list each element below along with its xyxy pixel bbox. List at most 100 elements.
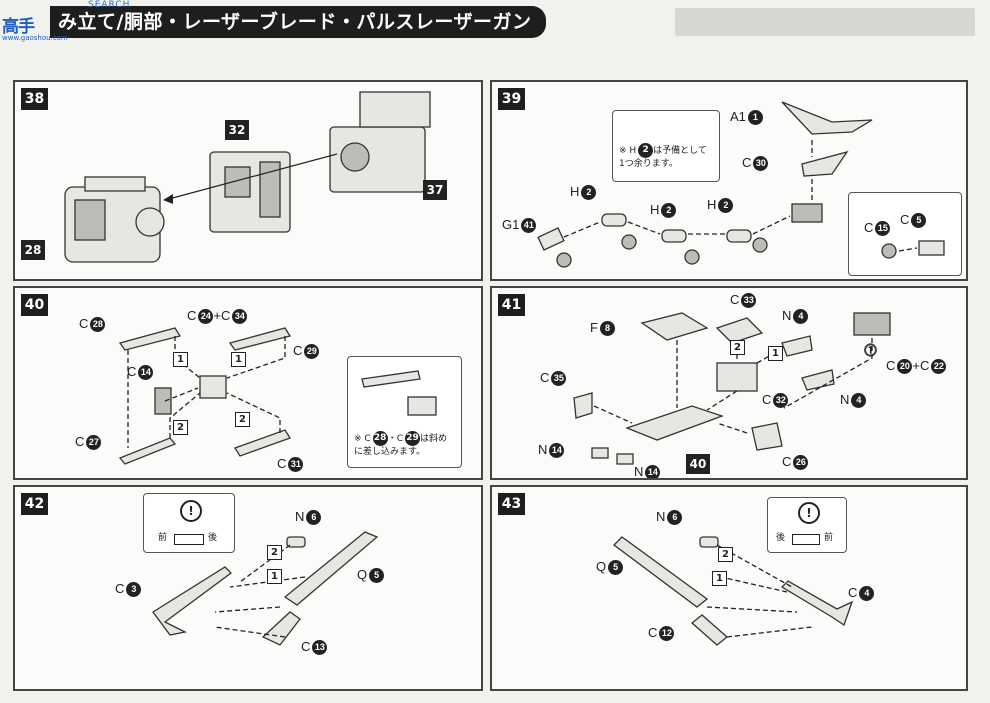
plate-f8 bbox=[640, 312, 709, 341]
note-line2: に差し込みます。 bbox=[354, 447, 426, 457]
mount-bracket bbox=[791, 203, 823, 223]
note-line2: 1つ余ります。 bbox=[619, 159, 678, 169]
arm-n4-b bbox=[801, 369, 835, 391]
joint-h2-c bbox=[726, 229, 752, 243]
step-box-1b: 1 bbox=[231, 352, 246, 367]
note-n1: 28 bbox=[372, 431, 388, 446]
cylinder-g1 bbox=[537, 227, 565, 251]
caution-icon: ⓵ bbox=[864, 343, 878, 358]
note-front: 前 bbox=[158, 533, 168, 543]
step-38-diagram bbox=[64, 91, 431, 263]
note-back: 後 bbox=[776, 533, 786, 543]
note-pre: ※ C bbox=[354, 434, 371, 444]
bracket-c26 bbox=[751, 422, 783, 451]
note-orientation: ! 前 後 bbox=[143, 493, 235, 553]
blade-q5 bbox=[283, 531, 379, 606]
engine-block-32 bbox=[209, 151, 291, 233]
grip-c12 bbox=[690, 614, 729, 646]
ref-step-40: 40 bbox=[686, 454, 710, 474]
blade-c28 bbox=[118, 327, 182, 351]
step-number: 38 bbox=[21, 88, 48, 110]
page-title: み立て/胴部・レーザーブレード・パルスレーザーガン bbox=[50, 6, 546, 38]
pin-n6 bbox=[699, 536, 719, 548]
orientation-bar bbox=[174, 534, 204, 545]
step-number: 39 bbox=[498, 88, 525, 110]
step-box-1: 1 bbox=[768, 346, 783, 361]
logo-search-tag: SEARCH bbox=[88, 0, 131, 10]
step-41-diagram bbox=[573, 312, 891, 465]
pin-n14-a bbox=[591, 447, 609, 459]
wing-blade-a1 bbox=[781, 101, 873, 135]
blade-c29 bbox=[228, 327, 292, 351]
header-bleed-through bbox=[675, 8, 975, 36]
note-n2: 29 bbox=[404, 431, 420, 446]
step-box-2: 2 bbox=[267, 545, 282, 560]
step-number: 41 bbox=[498, 294, 525, 316]
step-number: 42 bbox=[21, 493, 48, 515]
step-box-1a: 1 bbox=[173, 352, 188, 367]
callout-37: 37 bbox=[423, 180, 447, 200]
note-line1-post: は予備として bbox=[653, 146, 707, 156]
body-assembly-left bbox=[64, 176, 165, 263]
logo-text: 高手 bbox=[2, 17, 35, 37]
step-number: 43 bbox=[498, 493, 525, 515]
pin-n14-b bbox=[616, 453, 634, 465]
note-part-num: 2 bbox=[638, 143, 654, 158]
blade-c30 bbox=[801, 150, 849, 177]
callout-28: 28 bbox=[21, 240, 45, 260]
block-c32 bbox=[716, 362, 758, 392]
step-box-1: 1 bbox=[267, 569, 282, 584]
arm-n4-a bbox=[781, 335, 813, 357]
orientation-bar bbox=[792, 534, 820, 545]
logo-site-url: www.gaoshou.com bbox=[2, 34, 68, 42]
bracket-c35 bbox=[573, 392, 593, 419]
note-orientation: ! 後 前 bbox=[767, 497, 847, 553]
step-box-2: 2 bbox=[718, 547, 733, 562]
caution-icon: ! bbox=[180, 500, 202, 522]
step-39-diagram bbox=[537, 101, 873, 268]
note-mid: ・C bbox=[387, 434, 403, 444]
callout-32: 32 bbox=[225, 120, 249, 140]
step-box-2b: 2 bbox=[235, 412, 250, 427]
note-post: は斜め bbox=[419, 434, 447, 444]
main-body-40 bbox=[625, 405, 724, 441]
step-38-panel: 38 32 37 28 bbox=[13, 80, 483, 281]
joint-h2-b bbox=[661, 229, 687, 243]
cover-c20-c22 bbox=[853, 312, 891, 336]
plate-c33 bbox=[715, 317, 764, 344]
step-43-diagram bbox=[613, 536, 854, 646]
